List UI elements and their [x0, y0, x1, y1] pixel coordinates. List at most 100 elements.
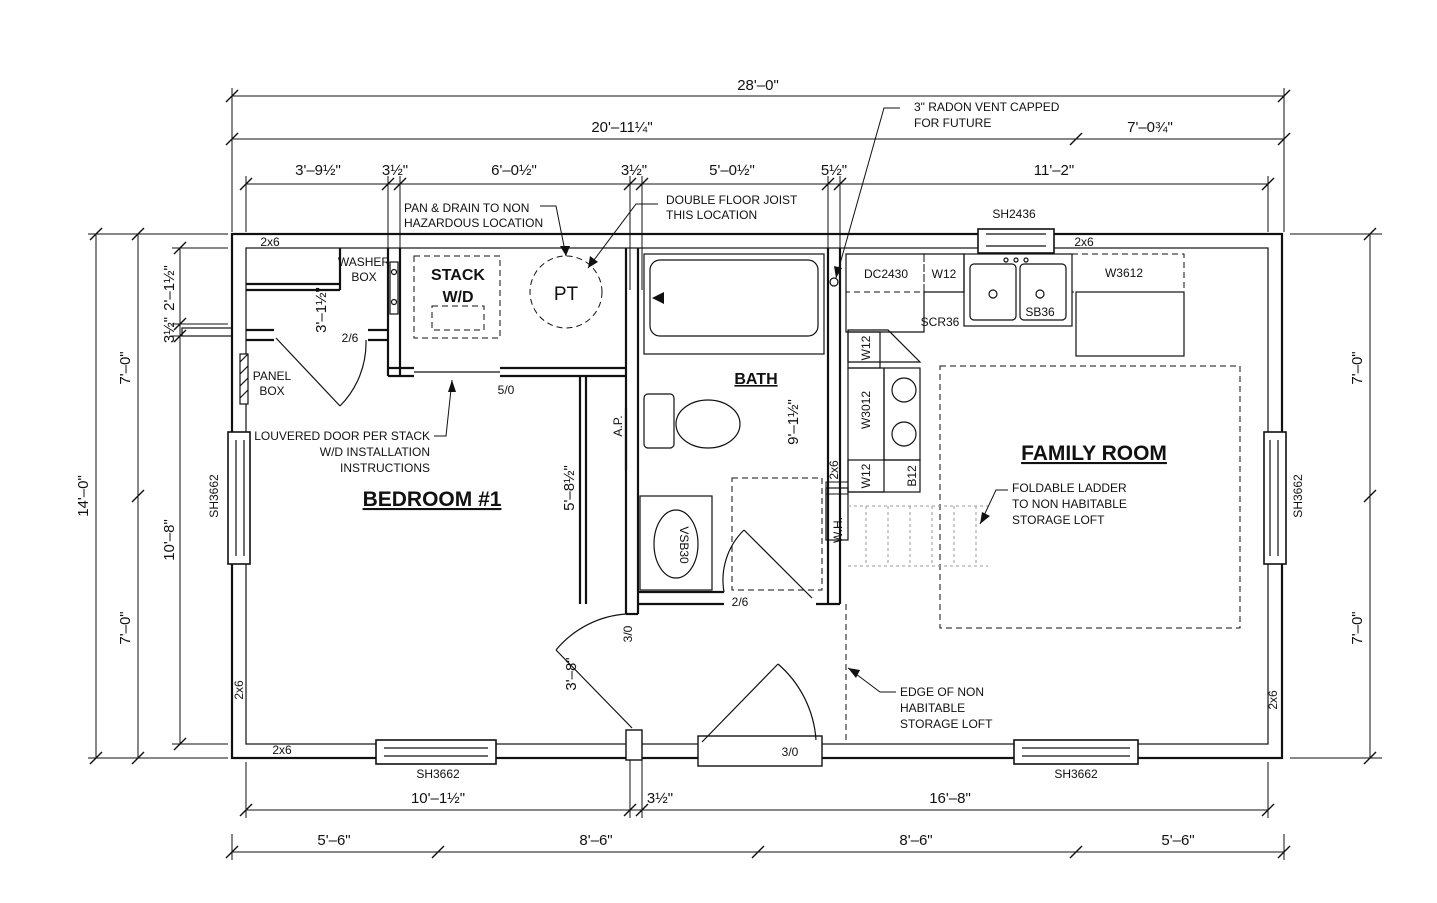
window-right-sh3662 — [1263, 431, 1287, 565]
dim-b2: 8'–6" — [579, 832, 612, 849]
pt-label: PT — [554, 284, 579, 305]
wall-2x6-left-vert: 2x6 — [232, 680, 246, 700]
sh2436-label: SH2436 — [992, 207, 1036, 221]
dim-laundry-h: 3'–1½" — [313, 287, 330, 333]
dim-d7: 11'–2" — [1034, 162, 1074, 179]
dim-l-a: 2'–1½" — [161, 265, 178, 311]
dim-left-upper: 7'–0" — [117, 351, 134, 384]
dim-b3: 8'–6" — [899, 832, 932, 849]
wall-2x6-top-right: 2x6 — [1074, 235, 1094, 249]
sh3662-bottom-right-label: SH3662 — [1054, 767, 1098, 781]
dc2430-label: DC2430 — [864, 267, 908, 281]
top-dimensions: 28'–0" 20'–11¼" 7'–0¾" 3'–9½" 3½" 6'–0½"… — [225, 77, 1291, 290]
note-ladder-1: FOLDABLE LADDER — [1012, 481, 1127, 495]
sh3662-right-label: SH3662 — [1291, 474, 1305, 518]
wall-2x6-wh: 2x6 — [827, 460, 841, 480]
room-bedroom: BEDROOM #1 — [363, 488, 502, 511]
note-radon-2: FOR FUTURE — [914, 116, 991, 130]
note-louver-3: INSTRUCTIONS — [340, 461, 430, 475]
door-swings — [275, 337, 817, 743]
leaders — [434, 107, 1008, 693]
dim-left-block: 20'–11¼" — [591, 119, 652, 136]
note-pan-1: PAN & DRAIN TO NON — [404, 201, 529, 215]
room-family: FAMILY ROOM — [1021, 442, 1167, 465]
dim-right-block: 7'–0¾" — [1127, 119, 1173, 136]
panel-box-label-1: PANEL — [253, 369, 292, 383]
right-dimensions: 7'–0" 7'–0" — [1290, 227, 1382, 765]
vsb-label: VSB30 — [677, 526, 691, 564]
dim-overall-width: 28'–0" — [737, 77, 779, 94]
room-bath: BATH — [734, 371, 777, 388]
w12-label-c: W12 — [859, 463, 873, 488]
door-30-entry: 3/0 — [782, 745, 799, 759]
bath-fixtures — [624, 253, 825, 591]
dim-left-inner: 10'–8" — [161, 519, 178, 561]
sb36-label: SB36 — [1025, 305, 1055, 319]
panel-box-label-2: BOX — [259, 384, 284, 398]
door-26-laundry: 2/6 — [342, 331, 359, 345]
dim-d3: 6'–0½" — [491, 162, 537, 179]
note-edge-1: EDGE OF NON — [900, 685, 984, 699]
stack-label-1: STACK — [431, 267, 485, 284]
dim-door-3-8: 3'–8" — [563, 657, 580, 690]
note-edge-2: HABITABLE — [900, 701, 965, 715]
dim-left-lower: 7'–0" — [117, 611, 134, 644]
note-pan-2: HAZARDOUS LOCATION — [404, 216, 543, 230]
dim-bottom-right: 16'–8" — [929, 790, 971, 807]
dim-bottom-left: 10'–1½" — [411, 790, 465, 807]
kitchen — [825, 253, 1241, 742]
dim-overall-depth: 14'–0" — [75, 475, 92, 517]
dim-bottom-mid: 3½" — [647, 790, 673, 807]
bottom-dimensions: 10'–1½" 3½" 16'–8" 5'–6" 8'–6" 8'–6" 5'–… — [225, 740, 1291, 860]
window-bottom-left-sh3662 — [375, 739, 497, 765]
door-50-closet: 5/0 — [498, 383, 515, 397]
washer-box-label-2: BOX — [351, 270, 376, 284]
dim-b4: 5'–6" — [1161, 832, 1194, 849]
note-edge-3: STORAGE LOFT — [900, 717, 993, 731]
note-louver-1: LOUVERED DOOR PER STACK — [254, 429, 430, 443]
scr36-label: SCR36 — [921, 315, 960, 329]
window-bottom-right-sh3662 — [1013, 739, 1139, 765]
dim-bath-height: 9'–1½" — [785, 399, 802, 445]
b12-label: B12 — [905, 465, 919, 487]
note-louver-2: W/D INSTALLATION — [320, 445, 430, 459]
wh-label: W.H. — [831, 517, 845, 543]
dim-l-b: 3½" — [161, 317, 178, 343]
ladder — [848, 505, 988, 567]
note-radon-1: 3" RADON VENT CAPPED — [914, 100, 1060, 114]
dim-right-lower: 7'–0" — [1349, 611, 1366, 644]
interior-walls — [181, 248, 842, 767]
w3612-label: W3612 — [1105, 266, 1143, 280]
door-30-bedroom: 3/0 — [621, 625, 635, 642]
pt-circle — [529, 255, 603, 329]
dim-right-upper: 7'–0" — [1349, 351, 1366, 384]
dim-b1: 5'–6" — [317, 832, 350, 849]
sh3662-left-label: SH3662 — [207, 474, 221, 518]
dim-d4: 3½" — [621, 162, 647, 179]
note-ladder-2: TO NON HABITABLE — [1012, 497, 1127, 511]
w12-label-b: W12 — [859, 335, 873, 360]
ap-label: A.P. — [611, 415, 625, 436]
dim-d6: 5½" — [821, 162, 847, 179]
laundry-area — [239, 255, 603, 405]
window-left-sh3662 — [227, 431, 251, 565]
door-26-bath: 2/6 — [732, 595, 749, 609]
left-dimensions: 14'–0" 7'–0" 7'–0" 2'–1½" 3½" 10'–8" — [75, 227, 228, 765]
window-top-sh2436 — [977, 228, 1055, 254]
sh3662-bottom-left-label: SH3662 — [416, 767, 460, 781]
wall-2x6-bottom-left: 2x6 — [272, 743, 292, 757]
wall-2x6-top-left: 2x6 — [260, 235, 280, 249]
stack-label-2: W/D — [442, 289, 473, 306]
note-joist-1: DOUBLE FLOOR JOIST — [666, 193, 798, 207]
wall-2x6-right-vert: 2x6 — [1266, 690, 1280, 710]
washer-box-label-1: WASHER — [338, 255, 391, 269]
note-ladder-3: STORAGE LOFT — [1012, 513, 1105, 527]
dim-d2: 3½" — [382, 162, 408, 179]
radon-vent-marker — [829, 277, 839, 287]
w3012-label: W3012 — [859, 391, 873, 429]
dim-d5: 5'–0½" — [709, 162, 755, 179]
w12-label-a: W12 — [932, 267, 957, 281]
dim-bed-inner: 5'–8½" — [561, 465, 578, 511]
dim-d1: 3'–9½" — [295, 162, 341, 179]
